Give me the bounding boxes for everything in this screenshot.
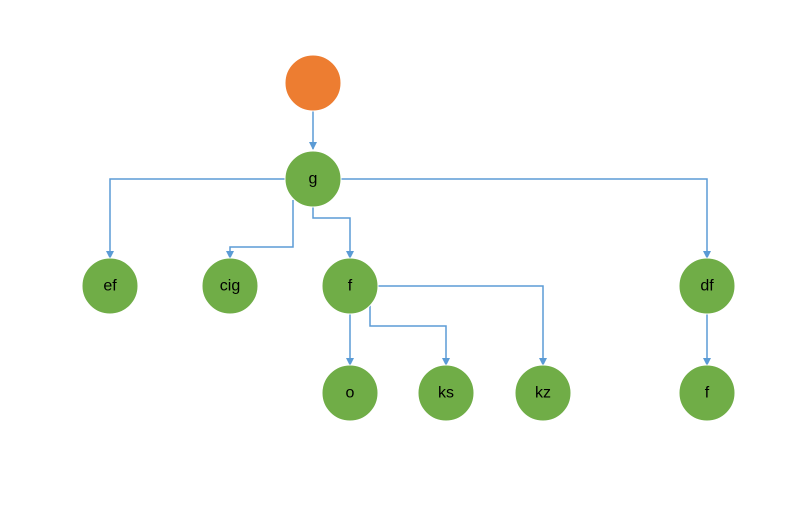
edge-f-ks bbox=[369, 305, 450, 366]
node-g-circle bbox=[284, 150, 342, 208]
edges bbox=[106, 111, 711, 366]
node-f-circle bbox=[321, 257, 379, 315]
edge-g-ef bbox=[106, 178, 286, 259]
nodes: g ef cig f df o ks kz bbox=[81, 54, 736, 422]
node-o-circle bbox=[321, 364, 379, 422]
node-f2-circle bbox=[678, 364, 736, 422]
node-ks-circle bbox=[417, 364, 475, 422]
node-f-label: f bbox=[348, 278, 353, 295]
node-o-label: o bbox=[346, 385, 355, 402]
node-kz-label: kz bbox=[535, 385, 551, 402]
edge-g-cig bbox=[226, 200, 294, 259]
node-cig: cig bbox=[201, 257, 259, 315]
node-ks-label: ks bbox=[438, 385, 454, 402]
node-f2-label: f bbox=[705, 385, 710, 402]
node-kz-circle bbox=[514, 364, 572, 422]
node-root bbox=[284, 54, 342, 112]
node-df: df bbox=[678, 257, 736, 315]
edge-g-df bbox=[340, 178, 711, 259]
node-cig-label: cig bbox=[220, 278, 240, 295]
node-cig-circle bbox=[201, 257, 259, 315]
node-ef-circle bbox=[81, 257, 139, 315]
node-ef: ef bbox=[81, 257, 139, 315]
node-o: o bbox=[321, 364, 379, 422]
node-ef-label: ef bbox=[103, 278, 117, 295]
edge-f-kz bbox=[377, 285, 547, 366]
node-f: f bbox=[321, 257, 379, 315]
node-f-child-of-df: f bbox=[678, 364, 736, 422]
node-df-circle bbox=[678, 257, 736, 315]
node-ks: ks bbox=[417, 364, 475, 422]
node-g-label: g bbox=[309, 171, 318, 188]
node-df-label: df bbox=[700, 278, 714, 295]
node-g: g bbox=[284, 150, 342, 208]
node-kz: kz bbox=[514, 364, 572, 422]
node-root-circle bbox=[284, 54, 342, 112]
edge-g-f bbox=[312, 206, 354, 259]
